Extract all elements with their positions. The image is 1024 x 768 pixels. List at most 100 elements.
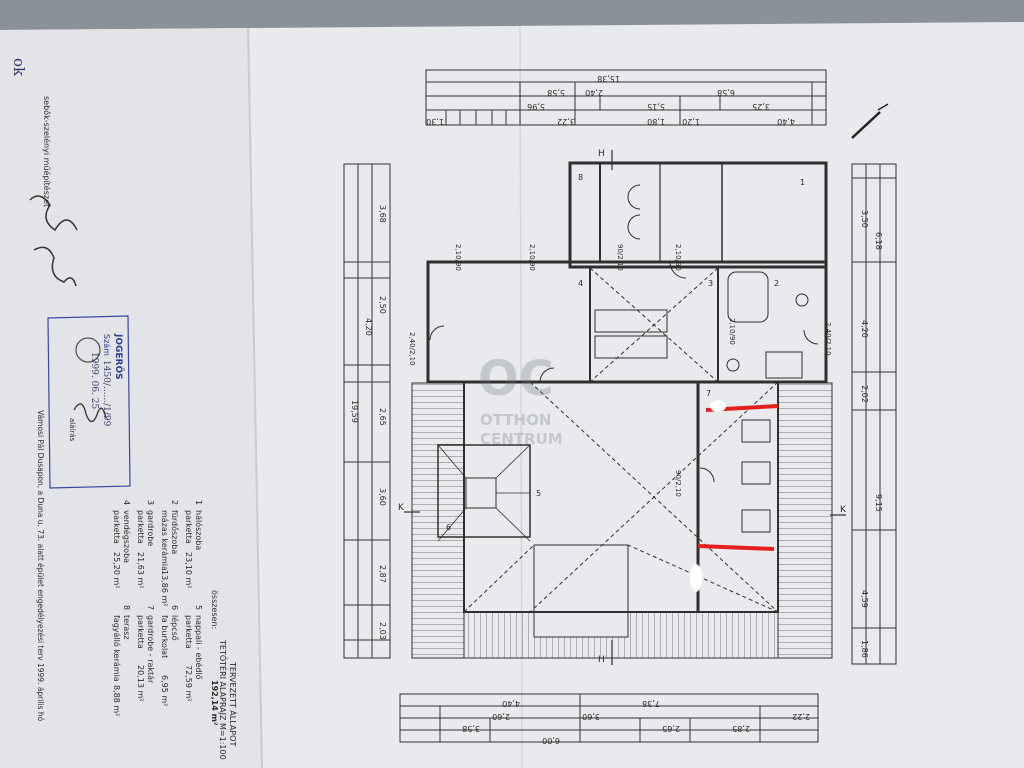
door-arc-1 bbox=[429, 325, 445, 341]
room-8-name: terasz bbox=[122, 615, 131, 640]
room-2-num: 2 bbox=[170, 500, 179, 505]
room-2-finish: mázas kerámia bbox=[160, 510, 169, 571]
room-1-area: 23,10 m² bbox=[184, 552, 193, 588]
firm-note: sebők-szelényi műépítészet bbox=[42, 96, 52, 207]
top-dim-1: 6,58 bbox=[717, 88, 735, 97]
fold-line-left bbox=[247, 27, 263, 768]
left-dim-4: 2,65 bbox=[378, 408, 387, 426]
room-label-3: 3 bbox=[708, 279, 713, 288]
bottom-dim-7: 2,65 bbox=[662, 724, 680, 733]
terrace bbox=[533, 544, 629, 638]
roof-hatch-right bbox=[777, 382, 833, 659]
paper-left-panel bbox=[0, 28, 262, 768]
door-marks: 2,40/2,10 2,10/90 90/2,10 2,10/90 90/2,1… bbox=[408, 244, 832, 497]
room-7-area: 20,13 m² bbox=[136, 665, 145, 701]
top-dim-4: 5,96 bbox=[527, 102, 545, 111]
door-mark-3: 90/2,10 bbox=[616, 244, 624, 271]
right-dim-3: 4,20 bbox=[860, 320, 869, 338]
room-label-2: 2 bbox=[774, 279, 779, 288]
wardrobe-2 bbox=[594, 335, 668, 359]
stamp-number-label: Szám bbox=[102, 334, 111, 356]
room-5-name: nappali - ebédlő bbox=[194, 615, 204, 680]
door-arc-6 bbox=[627, 184, 641, 240]
left-dim-2: 2,50 bbox=[378, 296, 387, 314]
watermark: OC OTTHON CENTRUM bbox=[478, 351, 563, 448]
door-mark-7: 2,10/90 bbox=[454, 244, 462, 271]
room-4-num: 4 bbox=[122, 500, 131, 505]
room-5-area: 72,59 m² bbox=[184, 665, 193, 701]
right-dim-2: 6,18 bbox=[874, 232, 883, 250]
room-8-num: 8 bbox=[122, 605, 131, 610]
top-dim-9: 1,20 bbox=[682, 117, 700, 126]
room-label-5: 5 bbox=[536, 489, 541, 498]
room-label-4: 4 bbox=[578, 279, 583, 288]
right-dim-5: 4,59 bbox=[860, 590, 869, 608]
top-dim-2: 2,40 bbox=[585, 88, 603, 97]
door-arc-4 bbox=[699, 467, 715, 483]
main-hall-walls bbox=[463, 381, 779, 613]
wardrobe-1 bbox=[594, 309, 668, 333]
bathtub bbox=[727, 271, 769, 323]
left-dim-7: 2,03 bbox=[378, 622, 387, 640]
top-dim-10: 4,40 bbox=[777, 117, 795, 126]
right-total-dim: 9,15 bbox=[874, 494, 883, 512]
section-mark-left: K bbox=[398, 503, 405, 513]
room-4-finish: parketta bbox=[112, 510, 121, 544]
room-6-name: lépcső bbox=[170, 615, 180, 641]
room-label-1: 1 bbox=[800, 178, 805, 187]
room-1-finish: parketta bbox=[184, 510, 193, 544]
door-mark-8: 2,10/90 bbox=[528, 244, 536, 271]
room-3-name: gardrobe bbox=[146, 510, 155, 546]
signature bbox=[29, 195, 78, 287]
address-note: Vámosi Pál Dusapon, a Duna u. 73. alatt … bbox=[36, 410, 45, 722]
bottom-dim-6: 6,00 bbox=[542, 736, 560, 745]
door-mark-5: 90/2,10 bbox=[674, 470, 682, 497]
watermark-line2: CENTRUM bbox=[480, 430, 563, 448]
door-mark-2: 2,10/90 bbox=[674, 244, 682, 271]
left-total-dim: 19,59 bbox=[350, 400, 359, 423]
blur-spot-1 bbox=[710, 400, 726, 412]
room-6-area: 6,95 m² bbox=[160, 675, 169, 706]
left-dim-1: 3,68 bbox=[378, 205, 387, 223]
room-3-finish: parketta bbox=[136, 510, 145, 544]
round-seal bbox=[75, 337, 101, 363]
sink bbox=[726, 358, 740, 372]
top-total-dim: 15,38 bbox=[597, 74, 620, 83]
bottom-dimension-strip bbox=[399, 693, 819, 743]
room-8-finish: fagyálló kerámia bbox=[112, 615, 122, 682]
stamp-sign-label: aláírás bbox=[68, 418, 76, 442]
room-3-num: 3 bbox=[146, 500, 155, 505]
door-arc-3 bbox=[803, 329, 819, 345]
top-dimension-strip bbox=[425, 69, 827, 126]
status-label: TERVEZETT ÁLLAPOT bbox=[228, 661, 239, 746]
door-arc-2 bbox=[669, 261, 687, 279]
stamp-date: 1999. 06. 25 bbox=[89, 352, 99, 410]
room-list-col2: 5 nappali - ebédlő parketta 72,59 m² 6 l… bbox=[112, 605, 204, 716]
room-5-finish: parketta bbox=[184, 615, 193, 649]
bottom-dim-2: 2,60 bbox=[492, 712, 510, 721]
section-mark-bottom: H bbox=[598, 655, 605, 665]
top-dim-3: 5,58 bbox=[547, 88, 565, 97]
door-mark-1: 2,40/2,10 bbox=[408, 332, 416, 366]
bottom-dim-5: 3,58 bbox=[462, 724, 480, 733]
top-dim-7: 3,22 bbox=[557, 117, 575, 126]
total-label: összesen: bbox=[210, 590, 219, 629]
room-1-num: 1 bbox=[194, 500, 203, 505]
door-mark-4: 2,10/90 bbox=[728, 318, 736, 345]
room-list-col1: 1 hálószoba parketta 23,10 m² 2 fürdőszo… bbox=[112, 500, 204, 606]
approval-stamp: JOGERŐS Szám 1450/....../1/99 1999. 06. … bbox=[47, 315, 131, 489]
stamp-title: JOGERŐS bbox=[113, 333, 124, 380]
top-wing-walls bbox=[568, 161, 828, 269]
room-4-area: 25,20 m² bbox=[112, 552, 121, 588]
title-block: ok sebők-szelényi műépítészet Vámosi Pál… bbox=[10, 58, 239, 760]
watermark-line1: OTTHON bbox=[480, 411, 551, 429]
bottom-dim-3: 3,60 bbox=[582, 712, 600, 721]
room-7-num: 7 bbox=[146, 605, 155, 610]
bottom-dim-8: 2,85 bbox=[732, 724, 750, 733]
left-dim-6: 2,87 bbox=[378, 565, 387, 583]
left-dim-5: 3,60 bbox=[378, 488, 387, 506]
room-2-area: 13,86 m² bbox=[160, 570, 169, 606]
right-dim-4: 2,02 bbox=[860, 385, 869, 403]
left-dimension-strip bbox=[343, 163, 391, 659]
